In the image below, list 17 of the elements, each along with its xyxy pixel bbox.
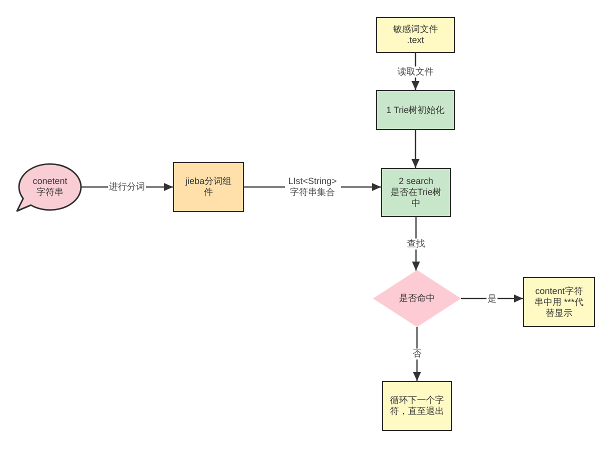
process-box: 1 Trie树初始化 xyxy=(376,90,455,130)
edge-label: 是 xyxy=(486,293,498,304)
process-box: 循环下一个字符，直至退出 xyxy=(382,381,452,431)
arrow xyxy=(412,130,420,168)
process-box: 敏感词文件 .text xyxy=(376,17,455,53)
edge-label: 否 xyxy=(412,348,422,360)
process-box: jieba分词组件 xyxy=(173,162,244,212)
edge-label: 进行分词 xyxy=(108,182,146,192)
decision-diamond: 是否命中 xyxy=(373,270,461,327)
edge-label: LIst<String> 字符串集合 xyxy=(284,176,340,198)
speech-bubble: conetent 字符串 xyxy=(15,163,82,213)
arrow xyxy=(412,217,420,271)
process-box: content字符串中用 ***代替显示 xyxy=(523,277,595,327)
arrow xyxy=(413,327,421,381)
edge-label: 查找 xyxy=(406,238,426,250)
edge-label: 读取文件 xyxy=(396,66,434,77)
process-box: 2 search 是否在Trie树中 xyxy=(381,168,451,217)
